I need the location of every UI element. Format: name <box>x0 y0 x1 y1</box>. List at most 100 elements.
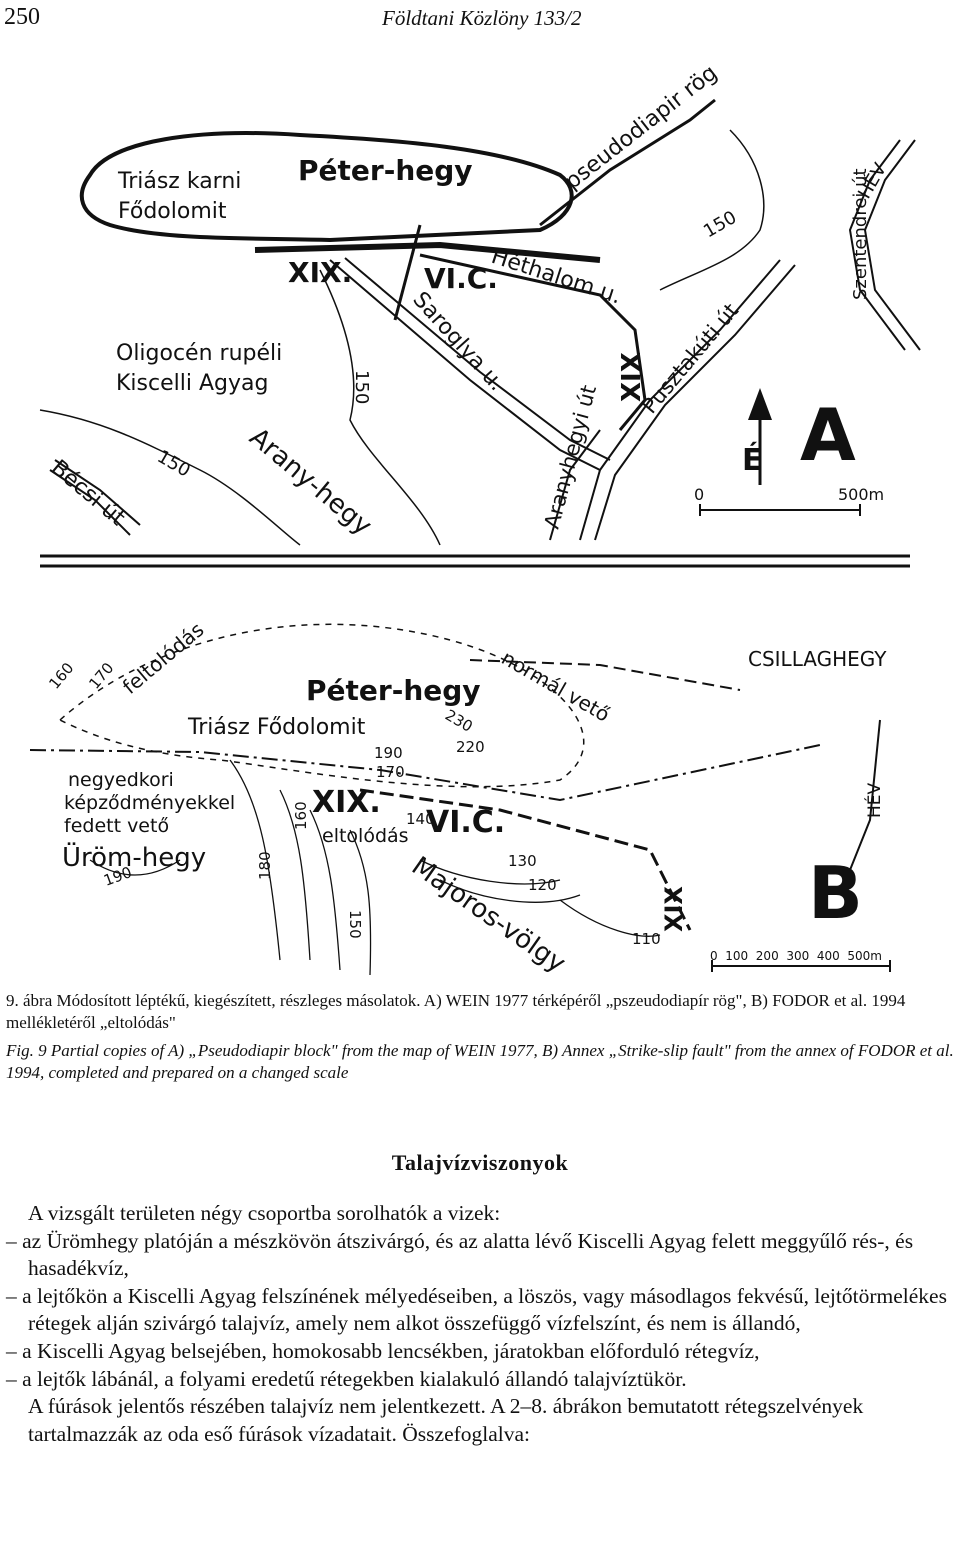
list-item: – a Kiscelli Agyag belsejében, homokosab… <box>6 1338 760 1363</box>
road-hethalom <box>419 253 647 431</box>
label-xix-2-b: XIX <box>660 886 688 932</box>
list-item: – a lejtők lábánál, a folyami eredetű ré… <box>6 1366 687 1391</box>
dolomite-outline-b <box>58 623 585 788</box>
label-eltolodas: eltolódás <box>322 825 409 847</box>
label-arany-hegy: Arany-hegy <box>244 422 378 541</box>
road-saroglya <box>329 259 601 471</box>
road-pusztakuti <box>579 259 781 541</box>
label-negyedkori-3: fedett vető <box>64 815 169 837</box>
label-triasz-b: Triász Fődolomit <box>187 715 366 740</box>
page-number: 250 <box>4 4 40 30</box>
page-header: 250 Földtani Közlöny 133/2 <box>0 0 960 40</box>
label-negyedkori-1: negyedkori <box>68 769 174 791</box>
body-text: A vizsgált területen négy csoportba soro… <box>6 1200 954 1448</box>
pseudodiapir-boundary <box>539 98 716 227</box>
label-hev-b: HÉV <box>863 782 885 818</box>
section-title: Talajvízviszonyok <box>391 1150 569 1175</box>
legend-box <box>58 764 228 836</box>
contour-b-6 <box>439 879 581 903</box>
label-oligocen-2: Kiscelli Agyag <box>116 371 268 396</box>
label-vic-b: VI.C. <box>426 805 505 840</box>
body-closing: A fúrások jelentős részében talajvíz nem… <box>28 1394 864 1446</box>
hev-line-b <box>849 719 881 871</box>
scale-bar-b <box>711 960 891 972</box>
label-c170: 170 <box>85 659 117 693</box>
label-pseudodiapir: pseudodiapir rög <box>560 61 722 195</box>
label-saroglya: Saroglya u. <box>408 287 510 396</box>
label-majoros-volgy: Majoros-völgy <box>406 851 571 979</box>
contour-b-4 <box>349 829 372 976</box>
strike-slip-fault <box>359 788 692 931</box>
thrust-fault-b <box>29 744 821 802</box>
label-c120: 120 <box>528 876 557 894</box>
map-b-figure: feltolódás 160 170 Péter-hegy Triász Főd… <box>29 617 891 979</box>
road-szentendrei <box>848 139 906 351</box>
label-peter-hegy-b: Péter-hegy <box>306 674 481 707</box>
contour-b-3 <box>309 809 341 971</box>
contour-150-b <box>319 269 441 546</box>
road-pusztakuti-2 <box>594 264 796 541</box>
label-contour-150-a: 150 <box>154 446 194 481</box>
road-becsi <box>54 459 141 526</box>
label-c110: 110 <box>632 930 661 948</box>
label-negyedkori-2: képződményekkel <box>64 792 235 814</box>
dolomite-outline <box>79 131 574 243</box>
north-arrow-icon <box>748 388 772 485</box>
road-becsi-2 <box>49 469 131 536</box>
contour-150-a <box>39 409 301 546</box>
label-triasz-1: Triász karni <box>117 169 241 194</box>
label-oligocen-1: Oligocén rupéli <box>116 341 282 366</box>
label-contour-150-c: 150 <box>700 207 740 242</box>
panel-letter-a: A <box>800 393 856 477</box>
panel-letter-b: B <box>808 851 863 935</box>
label-urom-hegy: Üröm-hegy <box>62 841 206 873</box>
list-item: – a lejtőkön a Kiscelli Agyag felszínéne… <box>6 1283 947 1336</box>
label-contour-150-b: 150 <box>351 370 372 404</box>
label-c150: 150 <box>346 910 364 939</box>
north-label: É <box>742 442 763 478</box>
contour-b-7 <box>559 899 661 937</box>
list-item: – az Ürömhegy platóján a mészkövön átszi… <box>6 1228 914 1281</box>
thrust-line <box>254 241 601 263</box>
label-xix-1-b: XIX. <box>312 785 381 820</box>
figure-caption: 9. ábra Módosított léptékű, kiegészített… <box>6 990 956 1090</box>
contour-b-8 <box>89 859 181 876</box>
label-pusztakuti-ut: Pusztakúti út <box>637 299 743 418</box>
label-c140: 140 <box>406 810 435 828</box>
caption-english: Fig. 9 Partial copies of A) „Pseudodiapi… <box>6 1041 954 1082</box>
road-saroglya-2 <box>344 257 611 461</box>
label-c170-2: 170 <box>376 763 405 781</box>
label-xix-1: XIX. <box>288 256 352 289</box>
road-aranyhegyi <box>549 429 601 541</box>
label-c190: 190 <box>374 744 403 762</box>
label-c160-b: 160 <box>292 801 310 830</box>
scale-start-a: 0 <box>694 485 704 504</box>
scale-end-a: 500m <box>838 485 884 504</box>
label-szentendrei-ut: Szentendrei út <box>850 168 871 300</box>
contour-150-c <box>659 129 765 291</box>
label-c220: 220 <box>456 738 485 756</box>
label-felltolodas: feltolódás <box>118 617 209 698</box>
label-xix-2: XIX <box>617 352 647 402</box>
label-peter-hegy: Péter-hegy <box>298 154 473 187</box>
contour-b-5 <box>419 859 561 885</box>
label-vic: VI.C. <box>424 262 498 295</box>
label-c130: 130 <box>508 852 537 870</box>
scale-ticks-b: 0 100 200 300 400 500m <box>710 949 882 963</box>
body-intro: A vizsgált területen négy csoportba soro… <box>28 1201 501 1225</box>
label-c160: 160 <box>45 659 77 693</box>
label-triasz-2: Fődolomit <box>118 199 227 224</box>
caption-hungarian: 9. ábra Módosított léptékű, kiegészített… <box>6 991 906 1032</box>
contour-b-1 <box>229 759 281 961</box>
label-becsi-ut: Bécsi út <box>46 455 130 531</box>
label-c180: 180 <box>256 851 274 880</box>
label-c230: 230 <box>442 706 476 736</box>
normal-fault <box>469 659 741 691</box>
label-aranyhegyi-ut: Aranyhegyi út <box>540 382 601 531</box>
map-a-figure: Triász karni Fődolomit Péter-hegy pseudo… <box>39 61 921 568</box>
journal-title: Földtani Közlöny 133/2 <box>382 6 582 30</box>
contour-b-2 <box>279 789 311 961</box>
label-csillaghegy: CSILLAGHEGY <box>748 647 887 671</box>
label-normal-veto: normál vető <box>498 646 614 727</box>
scale-bar-a <box>699 504 861 516</box>
